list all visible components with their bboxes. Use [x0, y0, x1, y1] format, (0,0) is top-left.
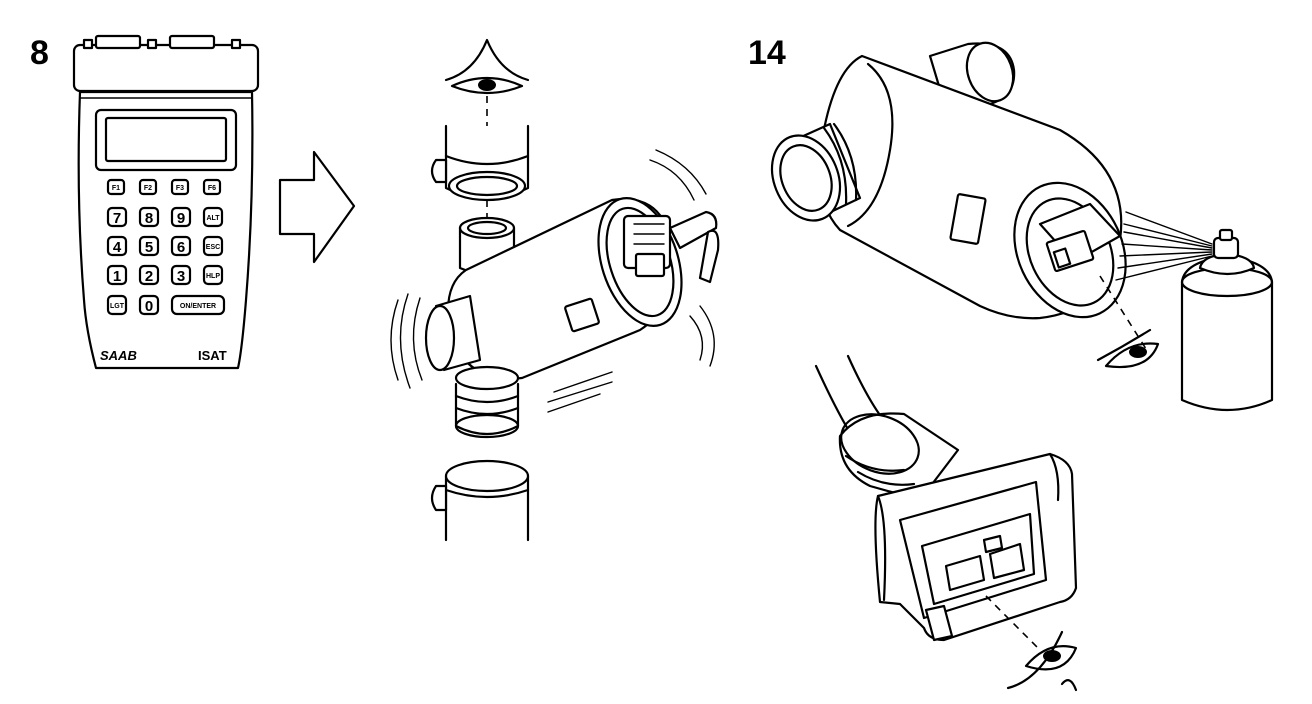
key-on-enter-label: ON/ENTER: [180, 303, 216, 310]
vibration-lines: [390, 149, 715, 413]
isat-tester: F1 F2 F3 F6 7 8 9 ALT 4: [72, 34, 260, 370]
key-row-123: 1 2 3 HLP: [106, 264, 224, 286]
key-7-label: 7: [113, 210, 121, 227]
key-1-label: 1: [113, 268, 121, 285]
key-f1-label: F1: [112, 185, 120, 192]
key-6-label: 6: [177, 239, 185, 256]
key-alt-label: ALT: [206, 215, 220, 222]
key-f3-label: F3: [176, 185, 184, 192]
key-f2-label: F2: [144, 185, 152, 192]
key-4-label: 4: [113, 239, 122, 256]
key-0-label: 0: [145, 298, 153, 315]
key-row-456: 4 5 6 ESC: [106, 235, 224, 257]
step-number-8: 8: [30, 34, 49, 72]
key-f6-label: F6: [208, 185, 216, 192]
right-arrow-icon: [278, 150, 356, 264]
key-row-f: F1 F2 F3 F6: [106, 178, 222, 196]
idle-valve-shaken: [390, 38, 720, 542]
key-esc-label: ESC: [206, 244, 220, 251]
eye-icon: [444, 38, 530, 95]
eye-icon: [1096, 328, 1160, 369]
tester-model: ISAT: [198, 348, 227, 363]
key-row-bottom: LGT 0 ON/ENTER: [106, 294, 226, 316]
key-row-789: 7 8 9 ALT: [106, 206, 224, 228]
eye-icon: [1006, 630, 1078, 692]
spray-lines: [1115, 211, 1213, 281]
keypad: F1 F2 F3 F6 7 8 9 ALT 4: [106, 178, 226, 316]
key-9-label: 9: [177, 210, 185, 227]
key-3-label: 3: [177, 268, 185, 285]
tester-brand: SAAB: [100, 348, 137, 363]
key-2-label: 2: [145, 268, 153, 285]
key-hlp-label: HLP: [206, 273, 220, 280]
key-8-label: 8: [145, 210, 153, 227]
key-5-label: 5: [145, 239, 153, 256]
step-number-14: 14: [748, 34, 786, 72]
idle-valve-spray: [770, 41, 1274, 412]
spray-can-icon: [1180, 228, 1274, 412]
key-lgt-label: LGT: [110, 303, 125, 310]
wiring-connector: [814, 354, 1078, 692]
